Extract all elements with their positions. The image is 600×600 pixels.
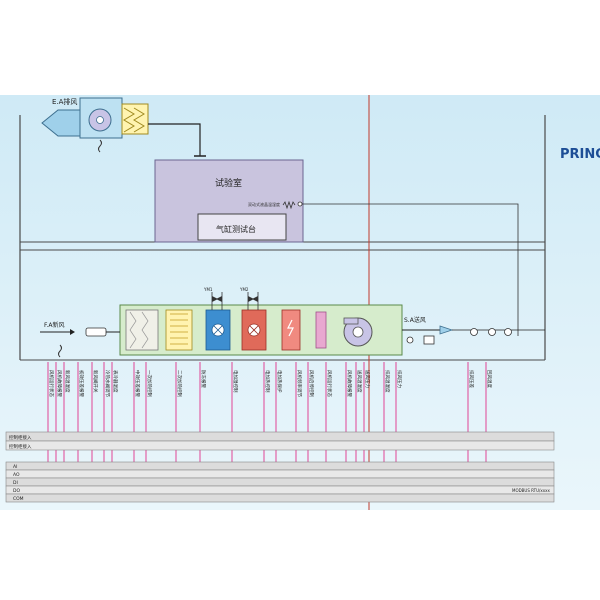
page-title: PRINC [560, 147, 600, 162]
primary-filter [125, 309, 159, 351]
point-label: 防冻报警 [200, 370, 207, 388]
valve-label-ym2: YM2 [239, 287, 249, 292]
point-label: 排风压差 [468, 370, 475, 388]
point-label: 新风阀开关 [92, 370, 99, 393]
point-label: 风机启停控制 [308, 370, 315, 397]
control-row-label-1: 控制柜接入 [9, 434, 32, 441]
point-label: 风机运行状态 [48, 370, 55, 397]
control-row-label-2: 控制柜接入 [9, 443, 32, 450]
supply-air-outlet [402, 325, 545, 345]
humidifier [315, 311, 327, 349]
test-room-label: 试验室 [215, 177, 242, 189]
point-label: 初效压差报警 [78, 370, 85, 397]
modbus-label: MODBUS RTU/xxxx [512, 488, 550, 493]
bus-row-ai: AI [13, 464, 17, 470]
point-label: 排风温湿度 [384, 370, 391, 393]
supply-fan [343, 317, 373, 347]
bus-row-di: DI [13, 480, 18, 486]
point-label: 风机频率调节 [296, 370, 303, 397]
fresh-air-intake [40, 327, 120, 358]
point-label: 电加热保护 [276, 370, 283, 393]
fresh-air-label: F.A新风 [44, 321, 65, 329]
point-label: 送风压力 [364, 370, 371, 388]
valve-label-ym1: YM1 [203, 287, 213, 292]
bus-row-do: DO [13, 488, 20, 494]
cooling-valve-ym1 [211, 292, 223, 310]
point-label: 风机运行状态 [326, 370, 333, 397]
point-label: 冷热水阀调节 [104, 370, 111, 397]
point-label: 排风压力 [396, 370, 403, 388]
point-label: 一次加热控制 [146, 370, 153, 397]
point-label: 表冷器温度 [112, 370, 119, 393]
point-label: 回风温度 [486, 370, 493, 388]
point-label: 二次加热控制 [176, 370, 183, 397]
cylinder-test-bench [197, 213, 287, 241]
room-sensor-wire [302, 203, 519, 336]
point-label: 电加热控制 [264, 370, 271, 393]
point-label: 风机故障报警 [346, 370, 353, 397]
bus-row-ao: AO [13, 472, 20, 478]
point-label: 电加湿控制 [232, 370, 239, 393]
room-sensor-label: 双动式液晶温湿度 [248, 201, 280, 207]
control-table [5, 431, 555, 503]
bus-row-com: COM [13, 496, 24, 502]
heating-valve-ym2 [247, 292, 259, 310]
cylinder-test-bench-label: 气缸测试台 [216, 224, 256, 234]
point-label: 送风温湿度 [356, 370, 363, 393]
heating-coil [241, 309, 267, 351]
point-label: 风机故障报警 [56, 370, 63, 397]
point-label: 中效压差报警 [134, 370, 141, 397]
room-sensor-icon [282, 200, 296, 210]
exhaust-air-label: E.A排风 [52, 97, 77, 106]
medium-filter [165, 309, 193, 351]
electric-heater [281, 309, 301, 351]
point-label: 新风温湿度 [64, 370, 71, 393]
supply-sensors [470, 328, 512, 336]
exhaust-duct [148, 123, 201, 156]
cooling-coil [205, 309, 231, 351]
supply-air-label: S.A送风 [404, 316, 426, 324]
exhaust-fan-unit [41, 97, 149, 153]
